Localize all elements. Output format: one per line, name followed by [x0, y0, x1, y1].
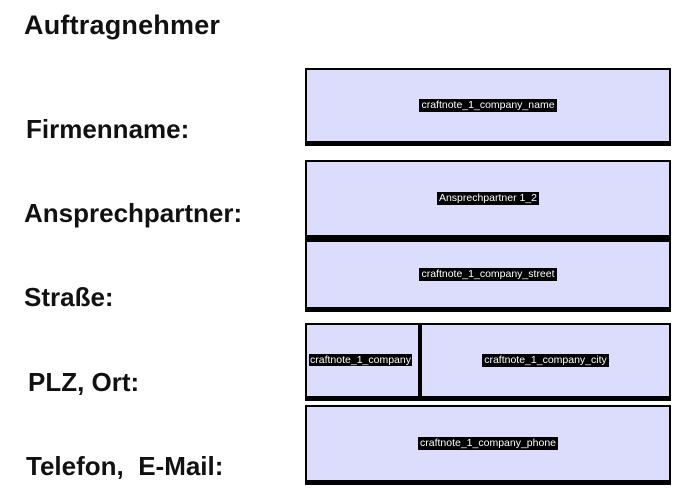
- phone-value: craftnote_1_company_phone: [417, 437, 559, 450]
- company-name-field[interactable]: craftnote_1_company_name: [305, 68, 671, 146]
- company-name-value: craftnote_1_company_name: [419, 99, 557, 112]
- zip-city-label: PLZ, Ort:: [28, 367, 140, 397]
- section-heading: Auftragnehmer: [24, 10, 221, 40]
- city-field[interactable]: craftnote_1_company_city: [420, 323, 671, 401]
- contact-person-value: Ansprechpartner 1_2: [436, 192, 540, 205]
- phone-email-label: Telefon, E-Mail:: [26, 451, 224, 481]
- street-label: Straße:: [24, 282, 114, 312]
- contact-person-field[interactable]: Ansprechpartner 1_2: [305, 160, 671, 240]
- street-field[interactable]: craftnote_1_company_street: [305, 240, 671, 312]
- zip-value-text: craftnote_1_company: [309, 354, 412, 366]
- zip-value: craftnote_1_company: [309, 354, 412, 367]
- phone-email-field[interactable]: craftnote_1_company_phone: [305, 405, 671, 485]
- company-name-label: Firmenname:: [26, 114, 190, 144]
- contact-person-label: Ansprechpartner:: [24, 198, 243, 228]
- zip-field[interactable]: craftnote_1_company: [305, 323, 420, 401]
- city-value: craftnote_1_company_city: [482, 354, 609, 367]
- street-value: craftnote_1_company_street: [419, 268, 557, 281]
